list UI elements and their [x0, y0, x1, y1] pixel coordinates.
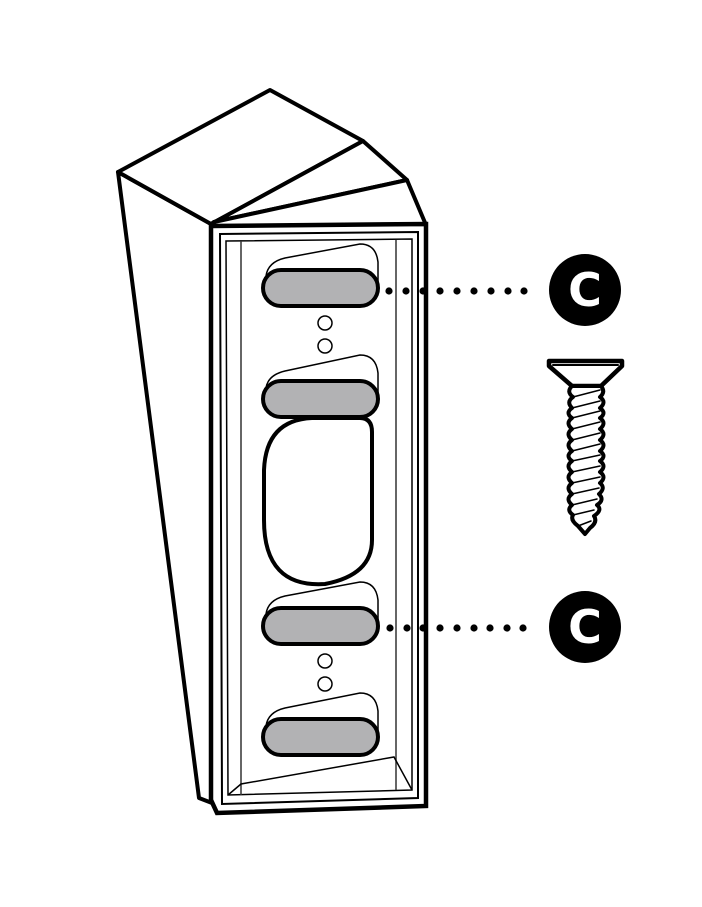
slot-2: [261, 354, 380, 419]
wedge-left-face: [116, 170, 214, 805]
wedge-body: [116, 88, 428, 805]
slot-1: [261, 243, 380, 308]
screw-icon: [546, 358, 625, 536]
hole-1b: [317, 338, 333, 354]
callout-badge-top: C: [549, 254, 621, 326]
slot-3: [261, 581, 380, 646]
callout-badge-bottom: C: [549, 591, 621, 663]
hole-3a: [317, 653, 333, 669]
hole-3b: [317, 676, 333, 692]
plate-inner-frame: [218, 230, 419, 806]
slot-4: [261, 692, 380, 757]
leader-line-bottom: [386, 624, 527, 632]
wire-opening: [262, 416, 374, 587]
callout-label-bottom: C: [568, 600, 602, 654]
hole-1a: [317, 315, 333, 331]
callout-label-top: C: [568, 263, 602, 317]
leader-line-top: [385, 287, 528, 295]
